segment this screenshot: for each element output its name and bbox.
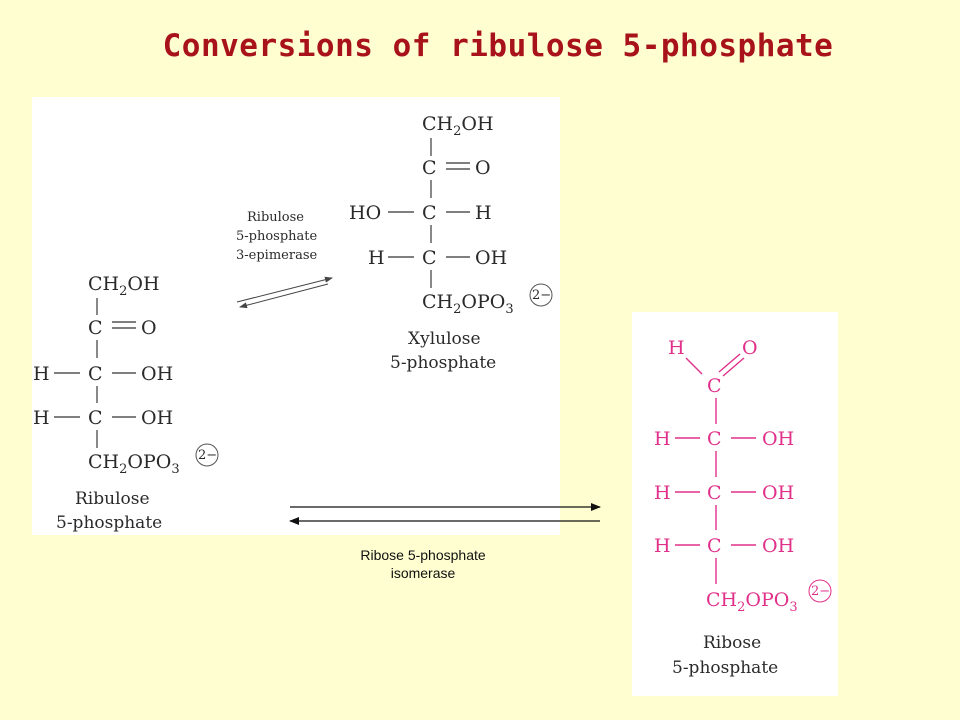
ribose-c1-h: H [668,337,685,359]
xylulose-c2-oxygen: O [475,157,491,179]
ribulose-name-2: 5-phosphate [56,513,162,533]
ribose-c1-label: C [707,375,722,397]
ribulose-c2-label: C [88,317,103,339]
svg-text:3-epimerase: 3-epimerase [236,248,317,263]
epimerase-label: Ribulose 5-phosphate 3-epimerase [236,210,318,263]
svg-text:Ribulose: Ribulose [247,210,304,225]
ribose-c4-h: H [654,535,671,557]
ribulose-c3-oh: OH [141,363,173,385]
ribose-panel [632,312,838,696]
ribulose-name: Ribulose [75,489,150,509]
xylulose-c3-label: C [422,202,437,224]
reaction-panel [32,97,560,535]
ribulose-c1-label: CH2OH [88,273,160,299]
epimerase-forward-arrow [236,276,333,303]
ribose-c4-oh: OH [762,535,794,557]
ribulose-c3-label: C [88,363,103,385]
page-title: Conversions of ribulose 5-phosphate [162,28,834,64]
isomerase-label-line1: Ribose 5-phosphate [360,547,486,563]
ribose-c3-oh: OH [762,482,794,504]
ribose-name: Ribose [703,633,761,653]
xylulose-name: Xylulose [408,329,481,349]
ribose-c5-label: CH2OPO3 [706,589,798,615]
ribose-c3-label: C [707,482,722,504]
xylulose-c5-label: CH2OPO3 [422,291,514,317]
ribulose-c3-h: H [33,363,50,385]
xylulose-c4-oh: OH [475,247,507,269]
xylulose-structure: CH2OH C O HO C H H C OH CH2OPO3 2− Xylul… [349,113,553,373]
ribulose-c4-label: C [88,407,103,429]
xylulose-c3-ho: HO [349,202,381,224]
ribose-charge: 2− [811,584,830,599]
isomerase-label-line2: isomerase [390,565,456,581]
xylulose-charge: 2− [532,288,551,303]
ribulose-structure: CH2OH C O H C OH H C OH CH2OPO3 2− Ribul… [33,273,219,533]
ribulose-charge: 2− [198,448,217,463]
xylulose-c1-label: CH2OH [422,113,494,139]
ribose-structure: H O C H C OH H C OH H C OH CH2OPO3 2− Ri… [654,337,832,678]
ribulose-c2-oxygen: O [141,317,157,339]
ribulose-c4-h: H [33,407,50,429]
xylulose-c4-h: H [368,247,385,269]
ribulose-c5-label: CH2OPO3 [88,451,180,477]
epimerase-reverse-arrow [239,283,329,309]
xylulose-c2-label: C [422,157,437,179]
ribose-c2-oh: OH [762,428,794,450]
xylulose-name-2: 5-phosphate [390,353,496,373]
xylulose-c4-label: C [422,247,437,269]
ribose-c2-h: H [654,428,671,450]
isomerase-label: Ribose 5-phosphate isomerase [328,546,518,582]
svg-text:5-phosphate: 5-phosphate [236,229,318,244]
ribose-c2-label: C [707,428,722,450]
ribose-name-2: 5-phosphate [672,658,778,678]
ribose-c1-oxygen: O [742,337,758,359]
xylulose-c3-h: H [475,202,492,224]
ribulose-c4-oh: OH [141,407,173,429]
ribose-c4-label: C [707,535,722,557]
ribose-c3-h: H [654,482,671,504]
